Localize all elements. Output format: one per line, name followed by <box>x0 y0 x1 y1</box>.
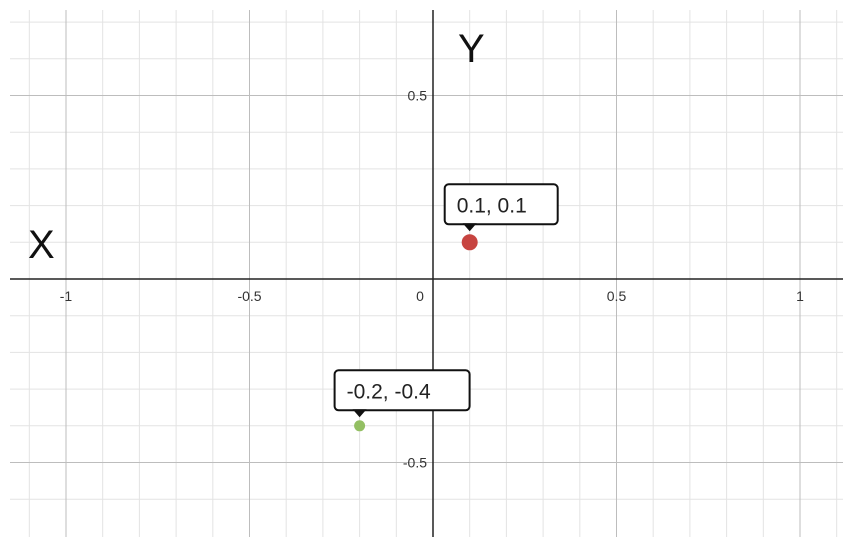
y-tick-label: -0.5 <box>403 455 427 471</box>
data-point-group[interactable]: 0.1, 0.1 <box>443 183 559 251</box>
data-points: 0.1, 0.1 -0.2, -0.4 <box>333 183 559 432</box>
point-coordinate-label: 0.1, 0.1 <box>457 194 527 217</box>
x-tick-label: 0.5 <box>607 288 627 304</box>
x-axis-label: X <box>28 223 55 267</box>
y-tick-label: 0.5 <box>408 88 428 104</box>
point-callout-box <box>333 369 471 412</box>
data-point[interactable] <box>354 420 366 432</box>
x-tick-label: 0 <box>416 288 424 304</box>
point-callout-pointer <box>352 409 367 418</box>
x-tick-label: -0.5 <box>237 288 261 304</box>
point-callout-box <box>443 183 559 226</box>
axes <box>10 10 843 537</box>
major-grid <box>10 10 843 537</box>
tick-labels: -1 -0.5 0 0.5 1 0.5 -0.5 <box>60 88 804 471</box>
data-point[interactable] <box>461 234 478 251</box>
minor-grid <box>10 10 843 537</box>
point-coordinate-label: -0.2, -0.4 <box>347 380 431 403</box>
x-tick-label: 1 <box>796 288 804 304</box>
point-callout-pointer <box>462 223 477 232</box>
x-tick-label: -1 <box>60 288 73 304</box>
y-axis-label: Y <box>458 27 485 71</box>
data-point-group[interactable]: -0.2, -0.4 <box>333 369 471 432</box>
